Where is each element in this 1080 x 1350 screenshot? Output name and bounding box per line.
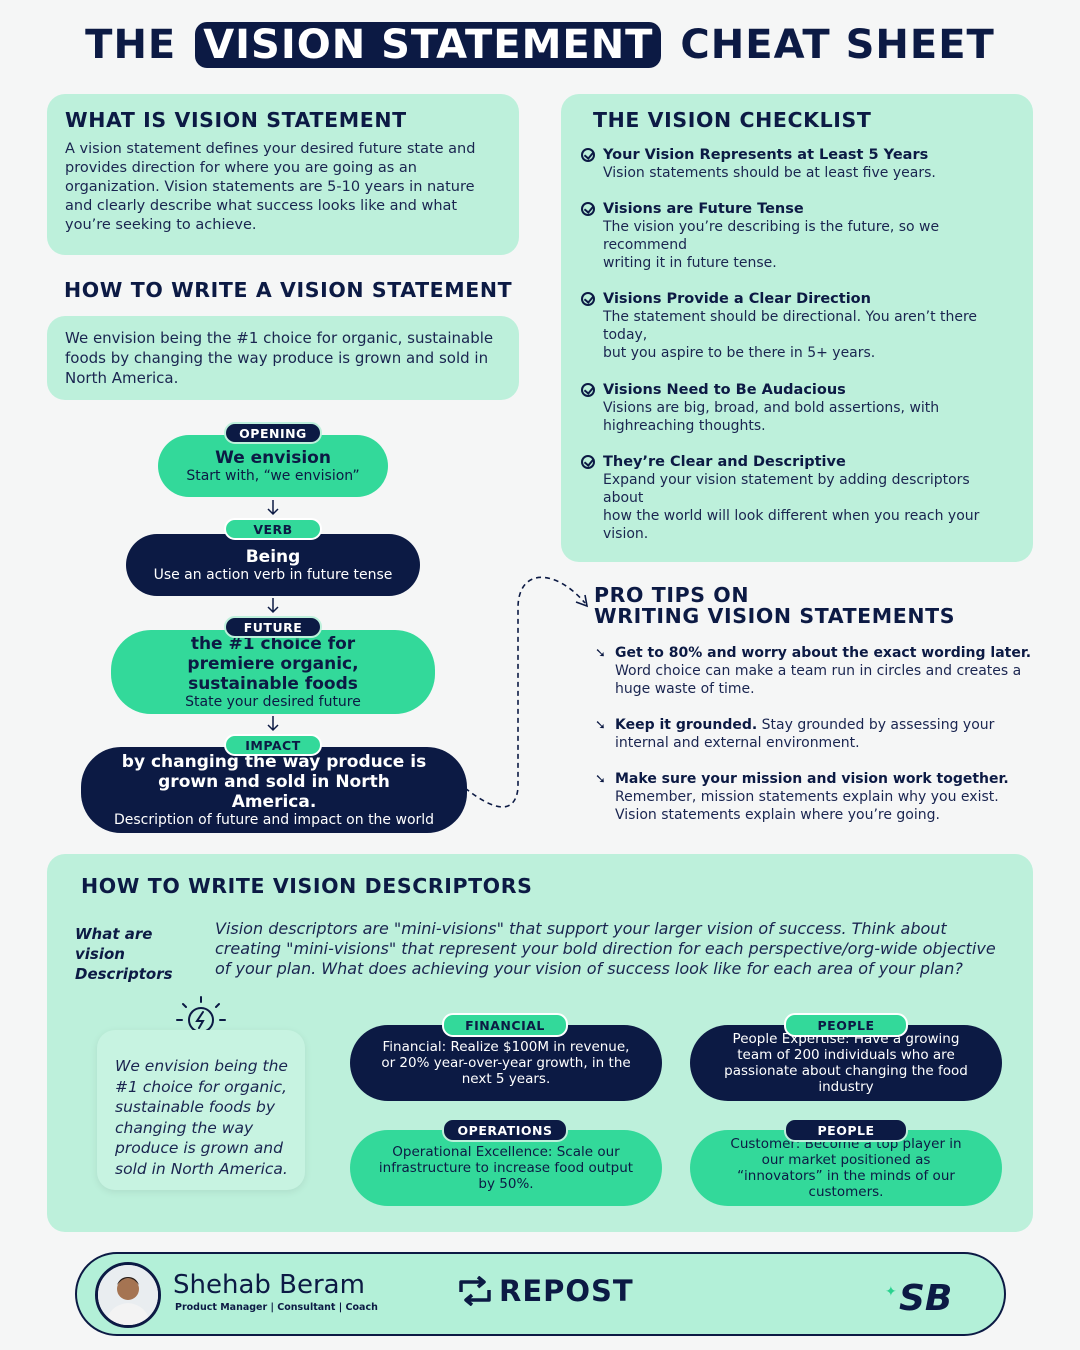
pro-tip-bold: Make sure your mission and vision work t…: [615, 771, 1009, 787]
tag-people: PEOPLE: [784, 1118, 908, 1142]
title-prefix: THE: [85, 22, 177, 68]
pro-tip-text: Remember, mission statements explain why…: [615, 789, 999, 823]
flow-opening-main: We envision: [215, 447, 331, 468]
dashed-connector: [464, 576, 589, 808]
title-suffix: CHEAT SHEET: [680, 22, 995, 68]
check-circle-icon: [581, 383, 595, 397]
pro-tip-text: Word choice can make a team run in circl…: [615, 663, 1022, 697]
repost-label: REPOST: [499, 1274, 634, 1308]
tag-opening: OPENING: [224, 422, 322, 444]
checklist-item-desc: Vision statements should be at least fiv…: [603, 165, 936, 181]
descriptor-financial: Financial: Realize $100M in revenue, or …: [350, 1025, 662, 1101]
flow-future-main: the #1 choice for premiere organic, sust…: [187, 633, 359, 694]
footer: Shehab Beram Product Manager | Consultan…: [75, 1252, 1006, 1336]
descriptors-heading: HOW TO WRITE VISION DESCRIPTORS: [81, 874, 533, 898]
pro-tips-heading-line2: WRITING VISION STATEMENTS: [594, 604, 956, 628]
quote-text: We envision being the #1 choice for orga…: [115, 1057, 288, 1178]
pro-tip-item: ➘ Make sure your mission and vision work…: [595, 770, 1015, 824]
tag-impact: IMPACT: [224, 734, 322, 756]
checklist-item-desc: Visions are big, broad, and bold asserti…: [603, 400, 940, 434]
tag-operations: OPERATIONS: [442, 1118, 568, 1142]
checklist-item-title: They’re Clear and Descriptive: [603, 454, 846, 470]
flow-verb-main: Being: [245, 546, 301, 567]
checklist-item-title: Visions are Future Tense: [603, 201, 804, 217]
flow-verb: Being Use an action verb in future tense: [126, 534, 420, 596]
checklist-item-title: Visions Provide a Clear Direction: [603, 291, 871, 307]
checklist-item: Visions are Future Tense The vision you’…: [581, 200, 1001, 272]
what-is-body: A vision statement defines your desired …: [65, 141, 476, 233]
avatar: [95, 1262, 161, 1328]
flow-impact: by changing the way produce is grown and…: [81, 747, 467, 833]
tag-financial: FINANCIAL: [442, 1013, 568, 1037]
check-circle-icon: [581, 455, 595, 469]
tag-future: FUTURE: [224, 616, 322, 638]
repost-icon: [459, 1276, 491, 1306]
checklist-item: They’re Clear and Descriptive Expand you…: [581, 453, 1001, 543]
svg-text:✦: ✦: [885, 1284, 897, 1300]
avatar-person-icon: [98, 1265, 158, 1325]
arrow-down-icon: [267, 716, 279, 732]
pro-tips-heading: PRO TIPS ON WRITING VISION STATEMENTS: [594, 585, 955, 627]
descriptors-label: What are vision Descriptors: [75, 925, 173, 983]
pro-tip-item: ➘ Keep it grounded. Stay grounded by ass…: [595, 716, 1015, 752]
checklist-item-desc: The vision you’re describing is the futu…: [603, 219, 940, 271]
flow-future-sub: State your desired future: [185, 693, 361, 710]
brand-logo: ✦ SB: [885, 1274, 957, 1322]
arrow-down-right-icon: ➘: [595, 772, 606, 787]
quote-card: We envision being the #1 choice for orga…: [97, 1030, 305, 1190]
checklist-card: THE VISION CHECKLIST Your Vision Represe…: [561, 94, 1033, 562]
check-circle-icon: [581, 148, 595, 162]
checklist-item-desc: Expand your vision statement by adding d…: [603, 472, 980, 542]
flow-future: the #1 choice for premiere organic, sust…: [111, 630, 435, 714]
how-to-heading: HOW TO WRITE A VISION STATEMENT: [64, 278, 513, 302]
title-highlight: VISION STATEMENT: [195, 22, 662, 68]
descriptor-operations: Operational Excellence: Scale our infras…: [350, 1130, 662, 1206]
page-title: THE VISION STATEMENT CHEAT SHEET: [0, 22, 1080, 68]
tag-verb: VERB: [224, 518, 322, 540]
check-circle-icon: [581, 202, 595, 216]
arrow-down-right-icon: ➘: [595, 646, 606, 661]
pro-tip-bold: Get to 80% and worry about the exact wor…: [615, 645, 1032, 661]
checklist-item: Visions Provide a Clear Direction The st…: [581, 290, 1001, 362]
flow-opening-sub: Start with, “we envision”: [186, 467, 360, 484]
pro-tip-bold: Keep it grounded.: [615, 717, 758, 733]
checklist-item-title: Your Vision Represents at Least 5 Years: [603, 147, 929, 163]
flow-impact-sub: Description of future and impact on the …: [113, 811, 435, 828]
checklist-item-title: Visions Need to Be Audacious: [603, 382, 846, 398]
checklist-item: Visions Need to Be Audacious Visions are…: [581, 381, 1001, 435]
what-is-card: WHAT IS VISION STATEMENT A vision statem…: [47, 94, 519, 255]
what-is-heading: WHAT IS VISION STATEMENT: [65, 108, 407, 132]
check-circle-icon: [581, 292, 595, 306]
checklist-item-desc: The statement should be directional. You…: [603, 309, 978, 361]
pro-tips-heading-line1: PRO TIPS ON: [594, 583, 750, 607]
arrow-down-right-icon: ➘: [595, 718, 606, 733]
logo-text: SB: [899, 1278, 952, 1318]
repost-button[interactable]: REPOST: [457, 1274, 634, 1308]
descriptors-intro: Vision descriptors are "mini-visions" th…: [215, 919, 996, 978]
checklist-heading: THE VISION CHECKLIST: [593, 108, 872, 132]
example-card: We envision being the #1 choice for orga…: [47, 316, 519, 400]
author-name: Shehab Beram: [173, 1270, 365, 1300]
arrow-down-icon: [267, 500, 279, 516]
descriptor-customer: Customer: Become a top player in our mar…: [690, 1130, 1002, 1206]
checklist-item: Your Vision Represents at Least 5 Years …: [581, 146, 1001, 182]
arrow-down-icon: [267, 598, 279, 614]
pro-tip-text: Stay grounded by assessing your internal…: [615, 717, 995, 751]
flow-impact-main: by changing the way produce is grown and…: [121, 751, 427, 812]
descriptors-card: HOW TO WRITE VISION DESCRIPTORS What are…: [47, 854, 1033, 1232]
flow-verb-sub: Use an action verb in future tense: [153, 566, 393, 583]
pro-tip-item: ➘ Get to 80% and worry about the exact w…: [595, 644, 1035, 698]
sb-logo-icon: ✦ SB: [885, 1278, 952, 1319]
author-role: Product Manager | Consultant | Coach: [175, 1302, 378, 1313]
example-text: We envision being the #1 choice for orga…: [65, 329, 494, 387]
flow-opening: We envision Start with, “we envision”: [158, 435, 388, 497]
tag-people: PEOPLE: [784, 1013, 908, 1037]
